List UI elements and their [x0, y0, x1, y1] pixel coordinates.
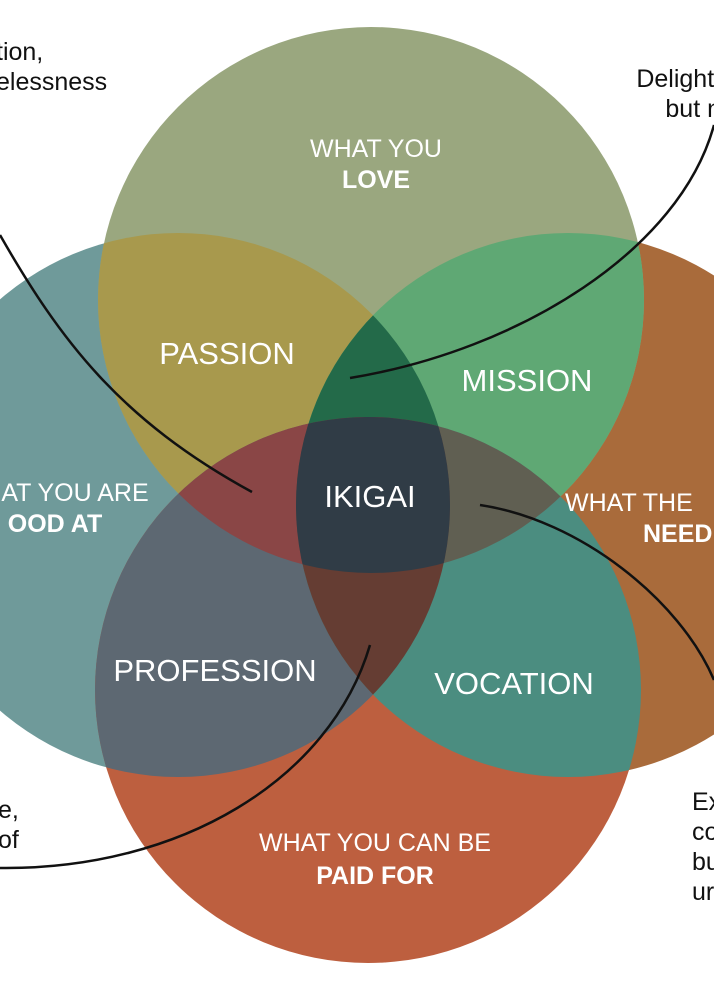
- note-bottom-left: e,of: [0, 795, 19, 855]
- note-text: of: [0, 826, 19, 854]
- note-text: elessness: [0, 68, 108, 96]
- note-text: but n: [665, 95, 714, 123]
- region-profession: [95, 417, 450, 777]
- vocation-label: VOCATION: [434, 666, 594, 701]
- note-text: e,: [0, 796, 19, 824]
- mission-label: MISSION: [462, 363, 593, 398]
- note-bottom-right: Excobuur: [692, 787, 714, 907]
- good-at-label-line2: OOD AT: [8, 510, 102, 538]
- note-text: Delight a: [636, 65, 714, 93]
- paid-for-label-line2: PAID FOR: [316, 862, 434, 890]
- connector-lines: [0, 124, 714, 870]
- note-top-right: Delight abut n: [615, 64, 714, 124]
- profession-label: PROFESSION: [113, 653, 316, 688]
- good-at-label-line1: AT YOU ARE: [1, 479, 148, 507]
- love-label-line1: WHAT YOU: [310, 135, 442, 163]
- connector-line-bottom-right: [479, 503, 714, 681]
- note-text: bu: [692, 848, 714, 876]
- world-needs-label-line1: WHAT THE: [565, 489, 693, 517]
- ikigai-label: IKIGAI: [324, 479, 415, 514]
- note-text: Ex: [692, 788, 714, 816]
- note-top-left: tion,elessness: [0, 37, 107, 97]
- connector-line-top-right: [349, 124, 714, 380]
- note-text: co: [692, 818, 714, 846]
- love-label-line2: LOVE: [342, 166, 410, 194]
- world-needs-label-line2: NEED: [643, 520, 712, 548]
- note-text: tion,: [0, 38, 44, 66]
- connector-line-bottom-left: [0, 644, 372, 870]
- note-text: ur: [692, 878, 714, 906]
- connector-line-top-left: [0, 234, 253, 494]
- paid-for-label-line1: WHAT YOU CAN BE: [259, 829, 491, 857]
- passion-label: PASSION: [159, 336, 295, 371]
